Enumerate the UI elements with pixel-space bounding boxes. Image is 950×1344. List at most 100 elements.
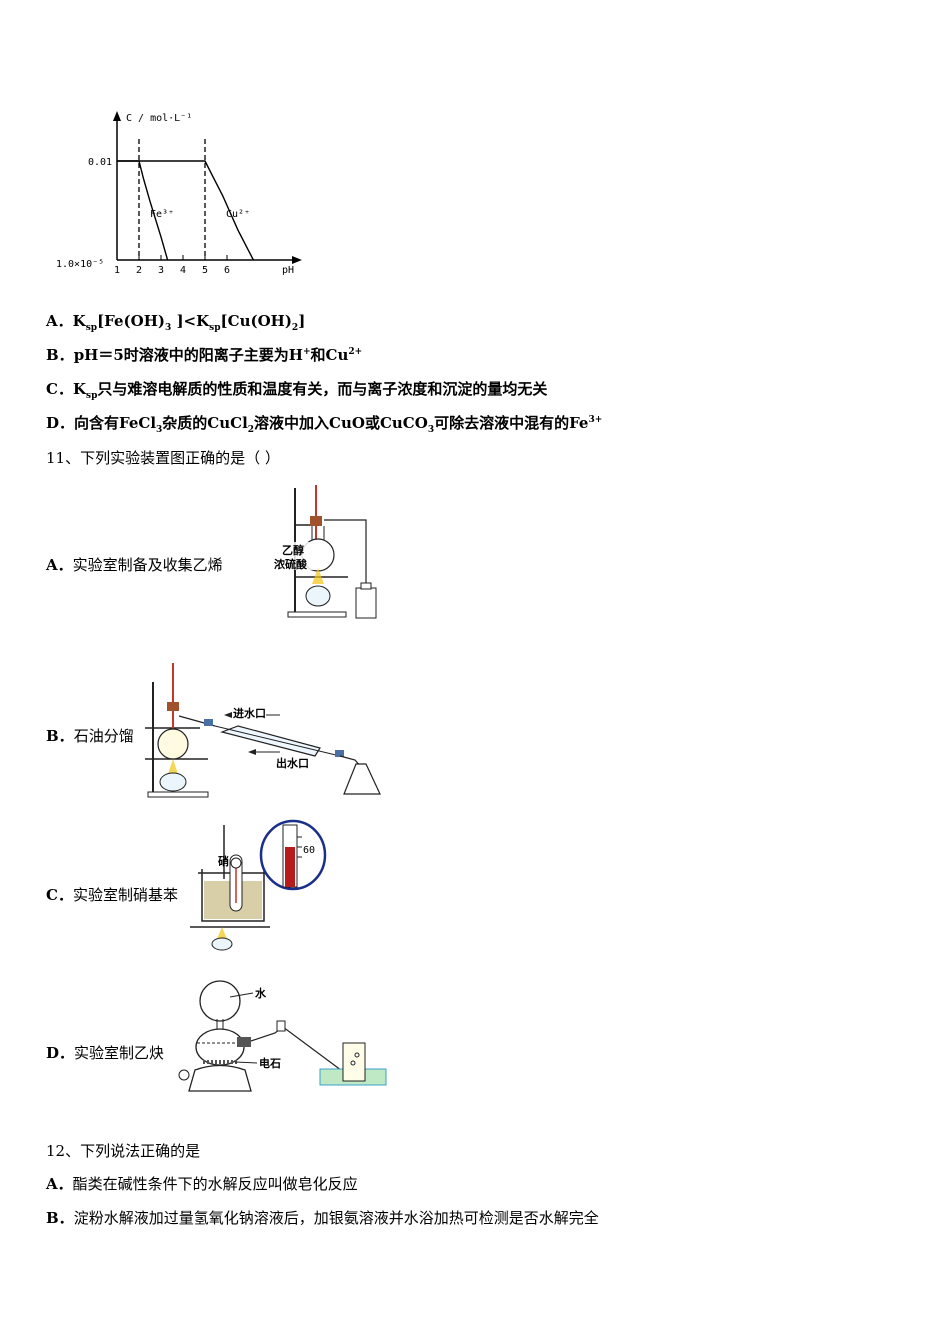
burner-flame	[217, 927, 227, 939]
q10-d-s1: 3	[156, 425, 163, 435]
kipp-bottom-outlet	[178, 1069, 190, 1081]
q10-c-s1: sp	[86, 391, 98, 401]
q10-a-t4: [Cu(OH)	[220, 312, 292, 330]
x-tick-label: 3	[158, 265, 164, 276]
kipp-top-bulb	[199, 980, 241, 1022]
stopper	[310, 516, 322, 526]
series-fe-label: Fe³⁺	[150, 209, 174, 220]
q10-d-s3: 3	[427, 425, 435, 435]
q10-a-t5: ]	[298, 312, 306, 330]
fig-c-label-tube: 硝	[218, 854, 229, 868]
kipp-bottom	[188, 1064, 252, 1092]
q12-stem: 12、下列说法正确的是	[46, 1142, 201, 1160]
q11-d-text: 实验室制乙炔	[74, 1044, 165, 1062]
beaker	[201, 869, 265, 922]
q10-b-label: B．	[46, 346, 74, 364]
fig-a-label-ethanol: 乙醇	[282, 543, 304, 557]
dashed-line-group	[138, 139, 206, 260]
q12-option-a: A．酯类在碱性条件下的水解反应叫做皂化反应	[46, 1173, 358, 1195]
q11-a-text: 实验室制备及收集乙烯	[72, 556, 223, 574]
q10-a-s1: sp	[85, 323, 98, 333]
q10-d-t4: 可除去溶液中混有的Fe	[434, 414, 589, 432]
fig-d-label-carbide: 电石	[259, 1056, 281, 1070]
q10-d-label: D．	[46, 414, 75, 432]
q10-a-s4: 2	[291, 323, 299, 333]
label-pointer-water	[229, 992, 254, 998]
q11-d-label: D．	[46, 1044, 75, 1062]
q10-a-t3: ]<K	[171, 312, 210, 330]
q10-option-d: D．向含有FeCl3杂质的CuCl2溶液中加入CuO或CuCO3可除去溶液中混有…	[46, 412, 603, 435]
q10-d-t1: 向含有FeCl	[74, 414, 157, 432]
x-tick-label: 1	[114, 265, 120, 276]
series-cu-line	[117, 160, 255, 261]
delivery-tube	[324, 519, 367, 590]
kipp-middle-bulb	[195, 1028, 245, 1066]
joint-2	[335, 750, 344, 757]
stand-base	[287, 611, 347, 618]
collecting-bottle	[355, 587, 377, 619]
stopcock-2	[276, 1020, 286, 1032]
alcohol-lamp	[211, 937, 233, 951]
q10-a-t2: [Fe(OH)	[97, 312, 165, 330]
fig-d-label-water: 水	[255, 986, 267, 1000]
q10-a-s2: 3	[164, 323, 172, 333]
figure-d-acetylene-apparatus: 水 电石	[175, 975, 390, 1100]
figure-b-distillation-apparatus: 进水口 出水口	[140, 660, 390, 805]
q11-c-text: 实验室制硝基苯	[72, 886, 178, 904]
q10-a-label: A．	[46, 312, 73, 330]
q10-option-b: B．pH＝5时溶液中的阳离子主要为H+和Cu2+	[46, 344, 362, 366]
q11-a-label: A．	[46, 556, 73, 574]
q10-d-s2: 2	[247, 425, 255, 435]
q10-option-c: C．Ksp只与难溶电解质的性质和温度有关，而与离子浓度和沉淀的量均无关	[46, 378, 548, 401]
fig-c-thermo-reading: 60	[303, 845, 315, 856]
q11-option-c: C．实验室制硝基苯	[46, 884, 178, 906]
arrow-water-in-head	[224, 712, 232, 718]
q10-d-t3: 溶液中加入CuO或CuCO	[254, 414, 428, 432]
x-tick-label: 5	[202, 265, 208, 276]
q12-option-b: B．淀粉水解液加过量氢氧化钠溶液后，加银氨溶液并水浴加热可检测是否水解完全	[46, 1207, 599, 1229]
q12-b-label: B．	[46, 1209, 74, 1227]
q11-stem: 11、下列实验装置图正确的是（ ）	[46, 449, 280, 467]
q10-a-t1: K	[72, 312, 86, 330]
q10-b-p1: +	[302, 347, 311, 357]
q11-c-label: C．	[46, 886, 73, 904]
gas-bubble	[350, 1060, 356, 1066]
y-axis-arrow	[113, 111, 121, 121]
x-axis-arrow	[292, 256, 302, 264]
figure-c-nitrobenzene-apparatus: 硝 60	[190, 817, 330, 952]
thermo-bulb-magnifier	[230, 857, 242, 869]
q10-b-t2: 和Cu	[310, 346, 349, 364]
stand-base	[147, 791, 209, 798]
q12-b-text: 淀粉水解液加过量氢氧化钠溶液后，加银氨溶液并水浴加热可检测是否水解完全	[73, 1209, 599, 1227]
flask-bulb	[157, 728, 189, 760]
burner-flame	[312, 568, 324, 584]
condenser-inner	[214, 725, 341, 757]
q11-option-d: D．实验室制乙炔	[46, 1042, 164, 1064]
thermometer-mercury	[285, 847, 295, 887]
alcohol-lamp	[159, 772, 187, 792]
erlenmeyer-flask	[343, 763, 381, 795]
q10-c-t2: 只与难溶电解质的性质和温度有关，而与离子浓度和沉淀的量均无关	[97, 380, 548, 398]
q11-b-text: 石油分馏	[73, 727, 134, 745]
q10-d-p1: 3+	[588, 415, 603, 425]
label-pointer-carbide	[234, 1061, 258, 1064]
q10-c-label: C．	[46, 380, 73, 398]
fig-a-label-sulfuric: 浓硫酸	[274, 557, 308, 571]
alcohol-lamp	[305, 585, 331, 607]
q11-b-label: B．	[46, 727, 74, 745]
fig-b-label-water-out: 出水口	[276, 756, 309, 770]
y-axis-label: C / mol·L⁻¹	[126, 113, 192, 124]
joint-1	[204, 719, 213, 726]
q11-option-b: B．石油分馏	[46, 725, 134, 747]
q10-option-a: A．Ksp[Fe(OH)3 ]<Ksp[Cu(OH)2]	[46, 310, 306, 333]
x-tick-label: 6	[224, 265, 230, 276]
q10-b-t1: pH＝5时溶液中的阳离子主要为H	[73, 346, 303, 364]
arrow-water-out-head	[248, 749, 256, 755]
gas-bubble	[354, 1052, 360, 1058]
q12-a-text: 酯类在碱性条件下的水解反应叫做皂化反应	[72, 1175, 358, 1193]
fig-b-label-water-in: 进水口	[233, 706, 266, 720]
burner-flame	[168, 759, 178, 774]
